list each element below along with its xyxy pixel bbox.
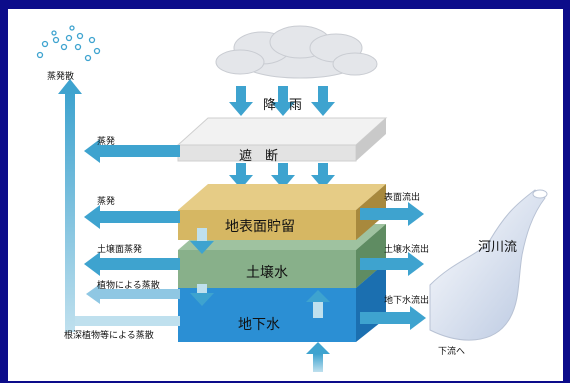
groundwater-runoff-label: 地下水流出 xyxy=(384,296,430,306)
rain-label: 降 雨 xyxy=(263,98,303,113)
deep-root-transpiration-label: 根深植物等による蒸散 xyxy=(64,331,154,341)
evaporation-label-2: 蒸発 xyxy=(97,197,116,207)
groundwater-label: 地下水 xyxy=(238,317,280,333)
soil-water-label: 土壌水 xyxy=(246,265,288,281)
right-runoff-arrows xyxy=(360,202,426,330)
capillary-up-arrows xyxy=(306,290,330,372)
left-evaporation-arrows xyxy=(75,139,180,326)
surface-storage-label: 地表面貯留 xyxy=(225,219,295,235)
river-shape xyxy=(429,189,548,341)
infiltration-arrows xyxy=(229,163,335,189)
soil-water-runoff-label: 土壌水流出 xyxy=(384,245,430,255)
surface-runoff-label: 表面流出 xyxy=(384,193,421,203)
interception-label: 遮 断 xyxy=(239,149,279,164)
evapotranspiration-label: 蒸発散 xyxy=(47,72,75,82)
soil-evaporation-label: 土壌面蒸発 xyxy=(97,245,143,255)
percolation-arrows xyxy=(190,228,214,306)
evaporation-label-1: 蒸発 xyxy=(97,137,116,147)
cloud-icon xyxy=(215,25,378,79)
downstream-label: 下流へ xyxy=(438,347,466,357)
vapor-bubbles-icon xyxy=(36,25,101,62)
evaporation-up-arrow xyxy=(58,79,82,332)
interception-layer xyxy=(176,117,388,162)
rain-arrows xyxy=(229,86,335,116)
river-flow-label: 河川流 xyxy=(478,240,518,255)
plant-transpiration-label: 植物による蒸散 xyxy=(97,281,160,291)
